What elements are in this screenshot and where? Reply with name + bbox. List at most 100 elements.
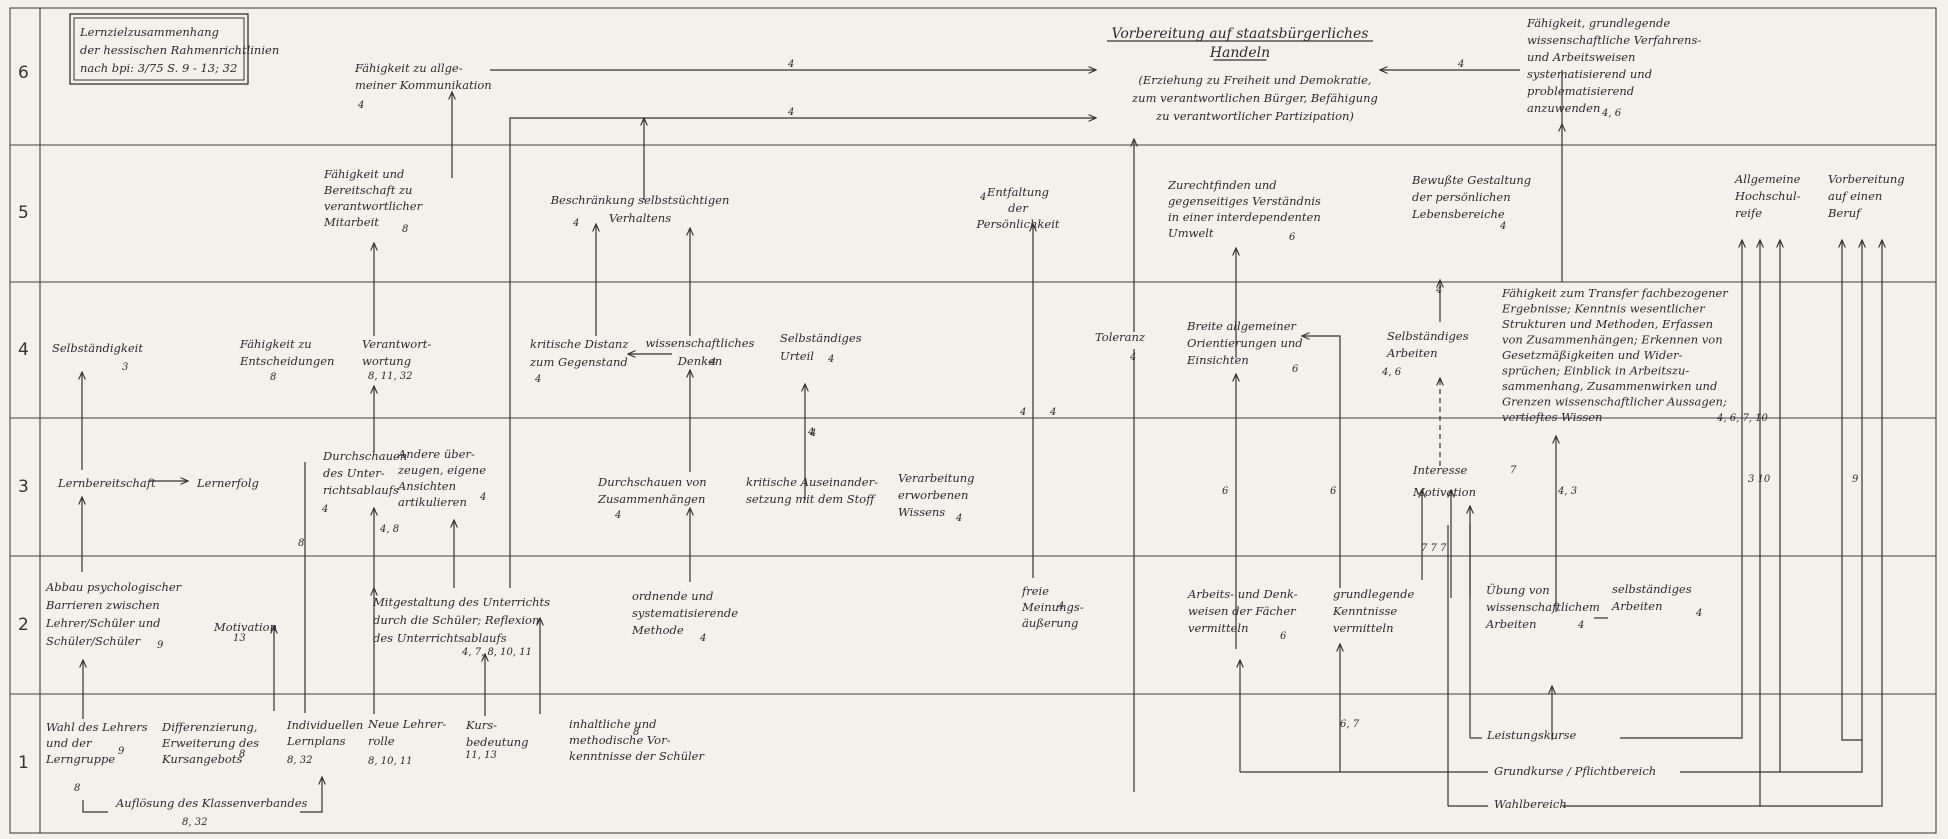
node-line: systematisierende [632,606,738,620]
node-n3-andere: Andere über-zeugen, eigeneAnsichtenartik… [397,447,486,509]
edge-reference-number: 6 [1330,486,1337,497]
node-line: vertieftes Wissen [1502,410,1602,424]
node-reference-number: 4 [572,218,579,229]
node-line: bedeutung [466,735,529,749]
edge-mitgest-main [509,118,1096,588]
edge-reference-number: 4, 8 [379,524,399,535]
node-line: grundlegende [1333,587,1414,601]
edge-reference-number: 8 [74,783,80,794]
node-n3-krit: kritische Auseinander-setzung mit dem St… [746,475,878,506]
edge-reference-number: 4 [787,59,794,70]
edge-reference-number: 6 [1222,486,1229,497]
node-line: der persönlichen [1412,190,1511,204]
node-n4-transfer: Fähigkeit zum Transfer fachbezogenerErge… [1501,286,1769,424]
header-line-1: Lernzielzusammenhang [79,25,219,39]
node-line: Differenzierung, [161,720,257,734]
edge-grund-beruf [1780,240,1862,773]
node-line: Persönlichkeit [975,217,1059,231]
edge-reference-number: 4 [1457,59,1464,70]
node-line: setzung mit dem Stoff [746,492,876,506]
node-line: kritische Auseinander- [746,475,878,489]
node-line: Arbeiten [1386,346,1437,360]
node-line: kritische Distanz [530,337,629,351]
node-line: Motivation [213,620,277,634]
node-line: Allgemeine [1734,172,1801,186]
node-line: wortung [362,354,411,368]
node-line: Barrieren zwischen [45,598,160,612]
node-line: in einer interdependenten [1168,210,1321,224]
node-line: und Arbeitsweisen [1527,50,1635,64]
node-line: durch die Schüler; Reflexion [373,613,539,627]
node-reference-number: 4, 6, 7, 10 [1716,413,1769,424]
node-line: und der [46,736,93,750]
node-reference-number: 4 [1695,608,1702,619]
node-line: Gesetzmäßigkeiten und Wider- [1502,348,1683,362]
node-line: Hochschul- [1734,189,1801,203]
node-reference-number: 6 [1292,364,1299,375]
node-line: zum verantwortlichen Bürger, Befähigung [1131,91,1378,105]
node-line: wissenschaftlichem [1486,600,1600,614]
node-line: artikulieren [398,495,467,509]
node-reference-number: 4 [827,354,834,365]
node-reference-number: 3 [122,362,128,373]
row-label-2: 2 [18,615,29,635]
node-line: weisen der Fächer [1188,604,1297,618]
node-n1-leist: Leistungskurse [1486,728,1576,742]
edge-reference-number: 4 [1019,407,1026,418]
node-line: Beruf [1827,206,1862,220]
node-line: Erweiterung des [161,736,259,750]
node-line: äußerung [1022,616,1078,630]
node-line: Fähigkeit zu allge- [354,61,463,75]
node-reference-number: 4, 6 [1601,108,1622,119]
node-line: Denken [677,354,723,368]
node-line: Grenzen wissenschaftlicher Aussagen; [1502,395,1727,409]
node-line: des Unter- [323,466,385,480]
node-line: Neue Lehrer- [367,717,446,731]
node-line: Schüler/Schüler [46,634,142,648]
node-line: Motivation [1412,485,1476,499]
node-line: Durchschauen [322,449,407,463]
edge-reference-number: 7 7 7 [1421,543,1447,554]
node-line: Fähigkeit, grundlegende [1526,16,1670,30]
node-reference-number: 11, 13 [465,750,497,761]
node-line: Ansichten [397,479,456,493]
node-line: ordnende und [632,589,713,603]
node-line: Ergebnisse; Kenntnis wesentlicher [1501,302,1706,316]
node-line: problematisierend [1527,84,1634,98]
node-line: Zusammenhängen [597,492,705,506]
edge-leist-hoch [1620,240,1742,739]
node-line: gegenseitiges Verständnis [1168,194,1321,208]
node-line: Lernbereitschaft [57,476,156,490]
node-reference-number: 8 [633,727,639,738]
edge-reference-number: 8 [298,538,304,549]
node-line: zu verantwortlicher Partizipation) [1155,109,1354,123]
node-line: Fähigkeit und [323,167,404,181]
node-line: Entscheidungen [239,354,334,368]
node-line: systematisierend und [1527,67,1652,81]
node-line: sammenhang, Zusammenwirken und [1502,379,1717,393]
node-line: anzuwenden [1527,101,1600,115]
node-reference-number: 13 [233,633,246,644]
node-reference-number: 7 [1510,465,1517,476]
node-reference-number: 4 [614,510,621,521]
node-line: verantwortlicher [324,199,424,213]
node-line: Fähigkeit zu [239,337,312,351]
node-line: reife [1735,206,1762,220]
node-reference-number: 9 [157,640,164,651]
node-reference-number: 4 [1499,221,1506,232]
